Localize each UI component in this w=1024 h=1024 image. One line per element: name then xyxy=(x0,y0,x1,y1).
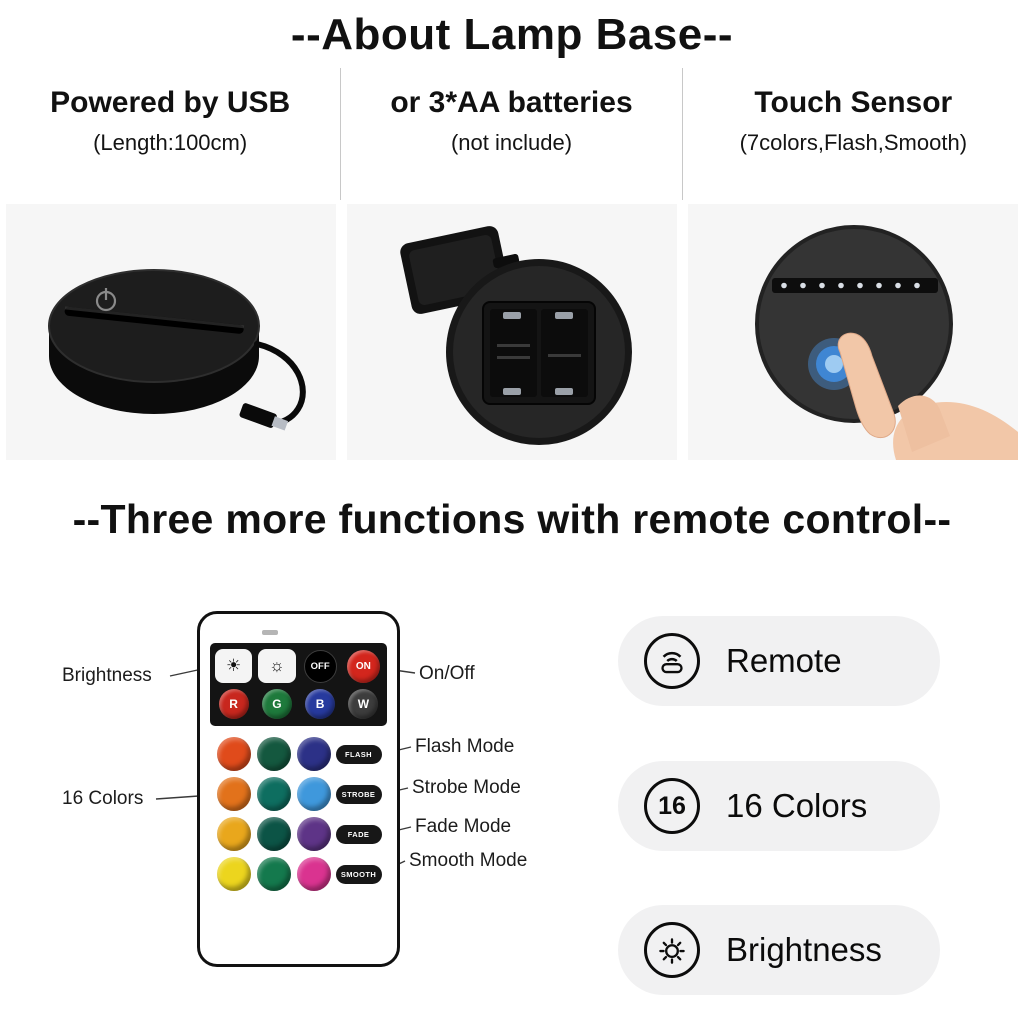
strobe-mode-key: STROBE xyxy=(335,784,382,804)
color-key xyxy=(296,777,331,811)
feature-battery-head: or 3*AA batteries (not include) xyxy=(341,68,683,200)
sun-icon: ☀ xyxy=(226,656,242,675)
color-key xyxy=(216,777,251,811)
pill-label: Remote xyxy=(726,642,842,679)
feature-pill-brightness: Brightness xyxy=(618,905,940,995)
pill-label: Brightness xyxy=(726,931,882,968)
power-touch-icon xyxy=(95,288,116,312)
touch-sensor-illustration xyxy=(755,225,1019,460)
smooth-mode-annotation-label: Smooth Mode xyxy=(409,850,528,871)
feature-pill-16-colors: 16 16 Colors xyxy=(618,761,940,851)
color-key xyxy=(296,817,331,851)
fade-mode-key: FADE xyxy=(335,824,382,844)
lamp-base-illustration xyxy=(47,269,306,431)
color-key xyxy=(216,737,251,771)
feature-title: Touch Sensor xyxy=(754,86,953,119)
flash-mode-key: FLASH xyxy=(335,744,382,764)
battery-compartment-illustration xyxy=(400,226,632,445)
feature-touch: Touch Sensor (7colors,Flash,Smooth) xyxy=(683,68,1024,460)
feature-battery: or 3*AA batteries (not include) xyxy=(341,68,683,460)
touch-sensor-photo xyxy=(688,204,1019,460)
smooth-mode-key: SMOOTH xyxy=(335,864,382,884)
color-key xyxy=(256,857,291,891)
ir-led xyxy=(262,630,278,635)
on-off-annotation-label: On/Off xyxy=(419,663,475,684)
brightness-down-key: ☼ xyxy=(258,649,296,683)
blue-key: B xyxy=(305,689,336,719)
color-key xyxy=(296,857,331,891)
remote-functions-section: Brightness 16 Colors On/Off Flash Mode S… xyxy=(0,569,1024,1023)
strobe-mode-annotation-label: Strobe Mode xyxy=(412,777,521,798)
usb-lamp-base-photo xyxy=(5,204,336,460)
remote-control: ☀ ☼ OFF ON R G B W FLASH STRO xyxy=(197,611,400,967)
feature-subtitle: (Length:100cm) xyxy=(93,130,248,155)
color-key xyxy=(216,857,251,891)
section-title: --Three more functions with remote contr… xyxy=(72,496,952,542)
color-key xyxy=(296,737,331,771)
white-key: W xyxy=(348,689,379,719)
feature-title: Powered by USB xyxy=(50,86,291,119)
remote-icon xyxy=(644,633,700,689)
features-row: Powered by USB (Length:100cm) xyxy=(0,68,1024,460)
off-key: OFF xyxy=(303,649,337,683)
color-key xyxy=(256,737,291,771)
feature-pill-remote: Remote xyxy=(618,616,940,706)
feature-touch-head: Touch Sensor (7colors,Flash,Smooth) xyxy=(683,68,1024,200)
on-key: ON xyxy=(346,649,380,683)
color-key xyxy=(256,777,291,811)
pill-label: 16 Colors xyxy=(726,787,868,824)
battery-compartment-photo xyxy=(346,204,677,460)
green-key: G xyxy=(261,689,292,719)
color-key xyxy=(256,817,291,851)
sun-dim-icon: ☼ xyxy=(269,656,285,675)
feature-usb-head: Powered by USB (Length:100cm) xyxy=(0,68,342,200)
feature-subtitle: (7colors,Flash,Smooth) xyxy=(739,130,968,155)
brightness-annotation-label: Brightness xyxy=(62,665,152,686)
16-colors-annotation-label: 16 Colors xyxy=(62,788,144,809)
16-icon-text: 16 xyxy=(658,791,686,820)
page-title: --About Lamp Base-- xyxy=(290,10,734,59)
fade-mode-annotation-label: Fade Mode xyxy=(415,816,512,837)
color-key xyxy=(216,817,251,851)
16-colors-icon: 16 xyxy=(644,778,700,834)
feature-subtitle: (not include) xyxy=(450,130,573,155)
brightness-icon xyxy=(644,922,700,978)
flash-mode-annotation-label: Flash Mode xyxy=(415,736,515,757)
feature-usb: Powered by USB (Length:100cm) xyxy=(0,68,342,460)
feature-title: or 3*AA batteries xyxy=(390,86,633,119)
color-key-grid: FLASH STROBE FADE SMOOTH xyxy=(210,735,387,893)
brightness-up-key: ☀ xyxy=(215,649,253,683)
usb-plug xyxy=(239,403,288,431)
red-key: R xyxy=(218,689,249,719)
remote-top-panel: ☀ ☼ OFF ON R G B W xyxy=(210,643,387,726)
